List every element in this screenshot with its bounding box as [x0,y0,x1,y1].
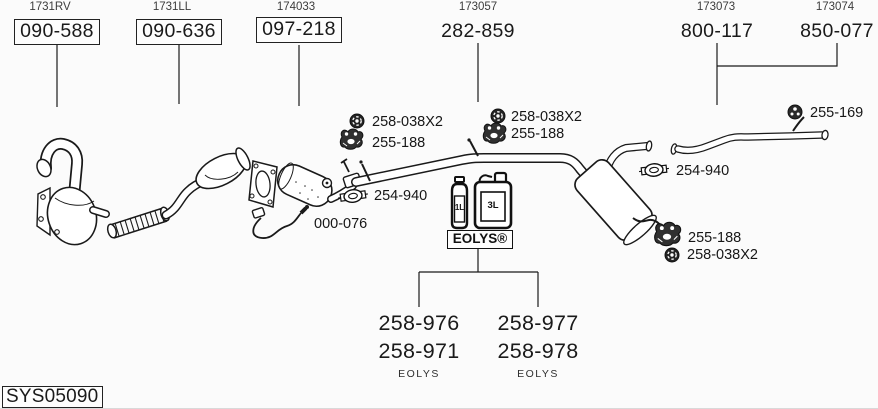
nut-part-label[interactable]: 258-038X2 [511,109,582,125]
hanger-icon [654,221,682,247]
bottle-volume-label: 3L [487,200,499,211]
nut-part-label[interactable]: 258-038X2 [372,114,443,130]
part-number[interactable]: 800-117 [680,20,754,42]
eolys-brand-box: EOLYS® [447,230,513,249]
nut-icon [349,113,365,129]
oe-ref-label: 174033 [276,1,316,13]
hanger-part-label[interactable]: 255-188 [511,126,565,142]
hanger-icon [339,128,364,150]
hanger-part-label[interactable]: 255-188 [372,135,426,151]
grommet-icon [787,104,803,120]
additive-brand-caption: EOLYS [517,368,559,380]
additive-part-number[interactable]: 258-977 [497,311,579,335]
grommet-part-label[interactable]: 255-169 [810,105,864,121]
particulate-filter-art [248,158,362,208]
part-number-box[interactable]: 097-218 [256,17,342,43]
leader-lines [56,43,838,307]
additive-part-number[interactable]: 258-971 [378,339,460,363]
oe-ref-label: 173073 [696,1,736,13]
middle-pipe-art [351,138,596,187]
oe-ref-label: 1731RV [29,1,71,13]
nut-icon [490,108,506,124]
nut-part-label[interactable]: 258-038X2 [687,247,758,263]
sensor-part-label[interactable]: 000-076 [314,216,368,232]
oxygen-sensor-art [251,205,309,239]
part-number[interactable]: 850-077 [800,20,874,42]
additive-brand-caption: EOLYS [398,368,440,380]
part-number[interactable]: 282-859 [441,20,515,42]
hanger-part-label[interactable]: 255-188 [688,230,742,246]
catalytic-converter-art [161,147,251,220]
flex-pipe-art [106,206,171,239]
additive-part-number[interactable]: 258-976 [378,311,460,335]
tailpipe-art [670,116,829,155]
eolys-1l-bottle [450,176,469,230]
part-number-box[interactable]: 090-636 [136,19,222,45]
clamp-icon [637,161,671,179]
nut-icon [664,247,680,263]
eolys-3l-bottle [473,171,513,230]
oe-ref-label: 1731LL [152,1,192,13]
clamp-part-label[interactable]: 254-940 [374,188,428,204]
clamp-part-label[interactable]: 254-940 [676,163,730,179]
additive-part-number[interactable]: 258-978 [497,339,579,363]
bottle-volume-label: 1L [454,203,465,212]
oe-ref-label: 173074 [815,1,855,13]
oe-ref-label: 173057 [458,1,498,13]
hanger-icon [482,122,507,144]
muffler-art [574,140,662,246]
front-downpipe-art [36,137,110,246]
system-code-box[interactable]: SYS05090 [2,386,103,408]
part-number-box[interactable]: 090-588 [14,19,100,45]
